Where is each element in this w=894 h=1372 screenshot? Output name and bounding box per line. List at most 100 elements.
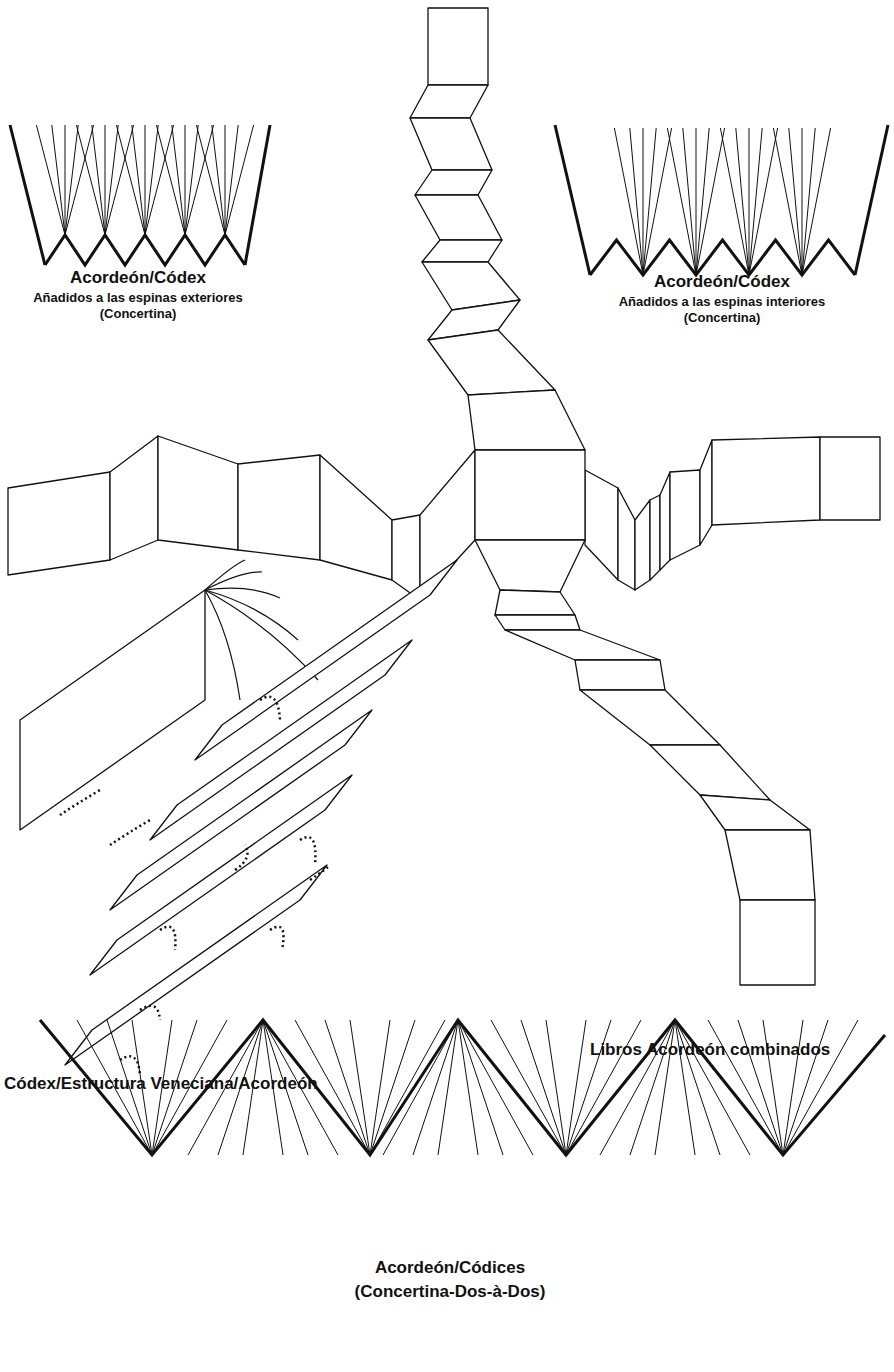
accordion-panel bbox=[580, 690, 720, 745]
accordion-panel bbox=[700, 795, 810, 830]
page-leaf bbox=[736, 128, 749, 275]
accordion-panel bbox=[238, 455, 320, 560]
page-leaf bbox=[370, 1020, 390, 1155]
folded-sheet bbox=[195, 560, 457, 760]
stitching bbox=[160, 927, 175, 950]
folded-sheet bbox=[20, 590, 205, 830]
page-leaf bbox=[105, 125, 106, 235]
accordion-panel bbox=[8, 472, 110, 575]
page-leaf bbox=[325, 1020, 370, 1155]
page-leaf bbox=[667, 128, 696, 275]
accordion-panel bbox=[410, 118, 492, 170]
page-leaf bbox=[105, 125, 118, 235]
page-leaf bbox=[696, 128, 709, 275]
page-leaf bbox=[145, 125, 146, 235]
page-leaf bbox=[458, 1020, 533, 1155]
stitching bbox=[120, 1056, 140, 1075]
page-leaf bbox=[630, 128, 643, 275]
page-leaf bbox=[696, 128, 697, 275]
page-leaf bbox=[205, 590, 240, 700]
accordion-panel bbox=[495, 615, 580, 630]
page-leaf bbox=[696, 128, 725, 275]
page-leaf bbox=[52, 125, 65, 235]
subtitle: Añadidos a las espinas interiores (Conce… bbox=[592, 294, 852, 325]
accordion-panel bbox=[475, 450, 585, 540]
caption: Códex/Estructura Veneciana/Acordeón bbox=[4, 1074, 364, 1094]
caption: Acordeón/Códex bbox=[592, 272, 852, 292]
page-leaf bbox=[438, 1020, 458, 1155]
accordion-panel bbox=[422, 240, 502, 262]
accordion-panel bbox=[495, 590, 575, 615]
folded-sheet bbox=[110, 710, 372, 910]
page-leaf bbox=[145, 125, 158, 235]
subtitle: Añadidos a las espinas exteriores (Conce… bbox=[8, 290, 268, 321]
page-leaf bbox=[370, 1020, 415, 1155]
page-leaf bbox=[185, 125, 198, 235]
page-leaf bbox=[802, 128, 815, 275]
accordion-panel bbox=[110, 436, 158, 560]
page-leaf bbox=[185, 125, 186, 235]
page-leaf bbox=[212, 125, 225, 235]
stitching bbox=[260, 697, 280, 720]
page-leaf bbox=[370, 1020, 445, 1155]
accordion-panel bbox=[635, 500, 650, 590]
page-leaf bbox=[156, 125, 185, 235]
caption: Acordeón/Códices bbox=[280, 1258, 620, 1278]
page-leaf bbox=[76, 125, 105, 235]
accordion-panel bbox=[415, 195, 502, 240]
accordion-panel bbox=[320, 455, 392, 580]
page-leaf bbox=[225, 125, 226, 235]
stitching bbox=[235, 845, 247, 870]
page-leaf bbox=[36, 125, 65, 235]
accordion-panel bbox=[660, 472, 670, 570]
folded-sheet bbox=[150, 640, 412, 840]
stitching bbox=[270, 927, 284, 950]
folded-sheet bbox=[65, 865, 327, 1065]
page-leaf bbox=[413, 1020, 458, 1155]
cover-board bbox=[555, 125, 590, 275]
page-leaf bbox=[643, 128, 656, 275]
accordion-panel bbox=[410, 85, 488, 118]
page-leaf bbox=[749, 128, 750, 275]
accordion-panel bbox=[392, 515, 420, 600]
page-leaf bbox=[614, 128, 643, 275]
page-leaf bbox=[491, 1020, 566, 1155]
page-leaf bbox=[225, 125, 238, 235]
page-leaf bbox=[802, 128, 803, 275]
accordion-panel bbox=[468, 390, 585, 450]
accordion-panel bbox=[575, 660, 665, 690]
page-leaf bbox=[720, 128, 749, 275]
page-leaf bbox=[749, 128, 778, 275]
accordion-panel bbox=[740, 900, 815, 985]
page-leaf bbox=[205, 572, 262, 590]
accordion-panel bbox=[158, 436, 238, 550]
page-leaf bbox=[683, 128, 696, 275]
cover-board bbox=[855, 125, 888, 275]
accordion-panel bbox=[650, 745, 770, 800]
page-leaf bbox=[132, 125, 145, 235]
accordion-panel bbox=[650, 495, 660, 580]
accordion-panel bbox=[712, 437, 820, 525]
page-leaf bbox=[643, 128, 672, 275]
page-leaf bbox=[65, 125, 66, 235]
stitching bbox=[140, 1006, 160, 1020]
page-leaf bbox=[225, 125, 254, 235]
page-leaf bbox=[383, 1020, 458, 1155]
page-leaf bbox=[521, 1020, 566, 1155]
zigzag-spine bbox=[590, 240, 855, 275]
accordion-panel bbox=[585, 470, 618, 580]
accordion-panel bbox=[618, 488, 635, 590]
page-leaf bbox=[773, 128, 802, 275]
accordion-panel bbox=[428, 8, 488, 85]
cover-board bbox=[10, 125, 45, 265]
cover-board bbox=[245, 125, 270, 265]
page-leaf bbox=[185, 125, 214, 235]
page-leaf bbox=[65, 125, 94, 235]
page-leaf bbox=[172, 125, 185, 235]
stitching bbox=[300, 837, 315, 865]
page-leaf bbox=[105, 125, 134, 235]
caption: Acordeón/Códex bbox=[8, 268, 268, 288]
page-leaf bbox=[92, 125, 105, 235]
